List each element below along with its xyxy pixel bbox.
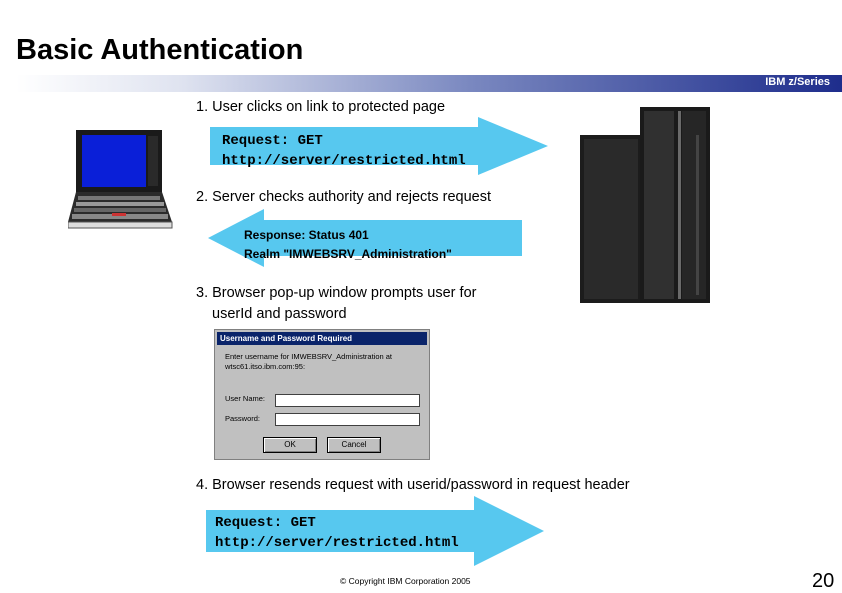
response-realm: Realm "IMWEBSRV_Administration" (244, 245, 452, 264)
request-url-2: http://server/restricted.html (215, 533, 459, 553)
dialog-message: Enter username for IMWEBSRV_Administrati… (225, 352, 405, 372)
password-input[interactable] (275, 413, 420, 426)
laptop-icon (68, 130, 178, 230)
auth-dialog: Username and Password Required Enter use… (214, 329, 430, 460)
password-label: Password: (225, 414, 260, 423)
page-number: 20 (812, 570, 834, 593)
cancel-button[interactable]: Cancel (327, 437, 381, 453)
step-4-text: 4. Browser resends request with userid/p… (196, 477, 630, 493)
username-label: User Name: (225, 394, 265, 403)
ok-button[interactable]: OK (263, 437, 317, 453)
response-status: Response: Status 401 (244, 226, 369, 245)
copyright-text: © Copyright IBM Corporation 2005 (340, 576, 471, 586)
dialog-title: Username and Password Required (217, 332, 427, 345)
step-3-text-cont: userId and password (212, 306, 347, 322)
step-3-text: 3. Browser pop-up window prompts user fo… (196, 285, 476, 301)
slide-title: Basic Authentication (16, 34, 303, 67)
request-url-1: http://server/restricted.html (222, 151, 466, 171)
step-2-text: 2. Server checks authority and rejects r… (196, 189, 491, 205)
step-1-text: 1. User clicks on link to protected page (196, 99, 445, 115)
header-banner: IBM z/Series (16, 75, 842, 92)
username-input[interactable] (275, 394, 420, 407)
banner-brand: IBM z/Series (765, 76, 830, 88)
request-line-2: Request: GET (215, 513, 316, 533)
mainframe-server-icon (578, 95, 714, 307)
request-line-1: Request: GET (222, 131, 323, 151)
